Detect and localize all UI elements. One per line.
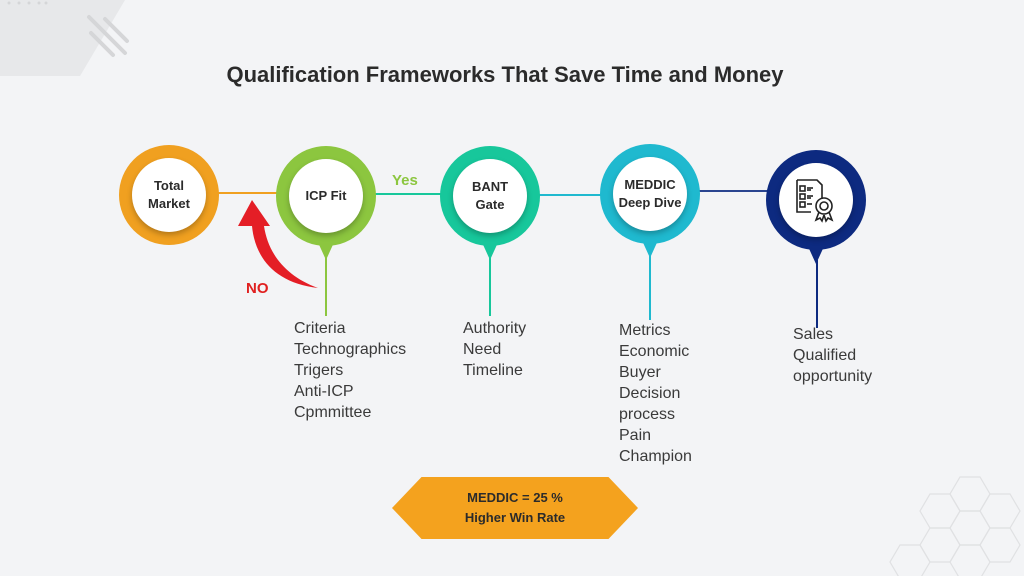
- list-item: Technographics: [294, 341, 407, 358]
- connector-line: [535, 194, 610, 196]
- node-label: Deep Dive: [618, 195, 682, 210]
- node-bant-gate: BANT Gate: [440, 146, 540, 260]
- stem-line: [649, 250, 651, 320]
- stem-line: [489, 255, 491, 316]
- certificate-checklist-icon: [796, 179, 834, 223]
- list-item: Decision: [619, 385, 681, 402]
- list-item: Authority: [463, 320, 527, 337]
- node-label: MEDDIC: [624, 177, 676, 192]
- list-item: Anti-ICP: [294, 383, 354, 400]
- stem-line: [816, 260, 818, 328]
- node-icp-fit: ICP Fit: [276, 146, 376, 260]
- node-label: Total: [153, 178, 185, 193]
- node-meddic-deep-dive: MEDDIC Deep Dive: [600, 144, 700, 258]
- list-item: Timeline: [463, 362, 523, 379]
- list-item: opportunity: [793, 368, 873, 385]
- no-return-arrow-icon: [238, 200, 318, 288]
- list-item: Qualified: [793, 347, 857, 364]
- page-title: Qualification Frameworks That Save Time …: [226, 62, 784, 87]
- list-item: Pain: [619, 427, 652, 444]
- node-sales-qualified: [766, 150, 866, 264]
- connector-line: [370, 193, 450, 195]
- list-item: Economic: [619, 343, 690, 360]
- stem-line: [325, 250, 327, 316]
- list-item: Metrics: [619, 322, 671, 339]
- node-label: Market: [148, 196, 190, 211]
- connector-line: [695, 190, 770, 192]
- win-rate-badge: MEDDIC = 25 % Higher Win Rate: [392, 477, 638, 539]
- badge-line: Higher Win Rate: [464, 510, 566, 525]
- list-item: Champion: [619, 448, 692, 465]
- list-item: process: [619, 406, 676, 423]
- list-item: Sales: [793, 326, 834, 343]
- badge-line: MEDDIC = 25 %: [467, 490, 563, 505]
- list-item: Need: [463, 341, 502, 358]
- node-label: BANT: [471, 179, 509, 194]
- no-label: NO: [246, 280, 269, 297]
- list-item: Buyer: [619, 364, 661, 381]
- node-label: Gate: [475, 197, 505, 212]
- connector-line: [215, 192, 285, 194]
- node-label: ICP Fit: [305, 188, 347, 203]
- list-item: Criteria: [294, 320, 346, 337]
- yes-label: Yes: [392, 172, 418, 189]
- list-item: Cpmmittee: [294, 404, 372, 421]
- list-item: Trigers: [294, 362, 344, 379]
